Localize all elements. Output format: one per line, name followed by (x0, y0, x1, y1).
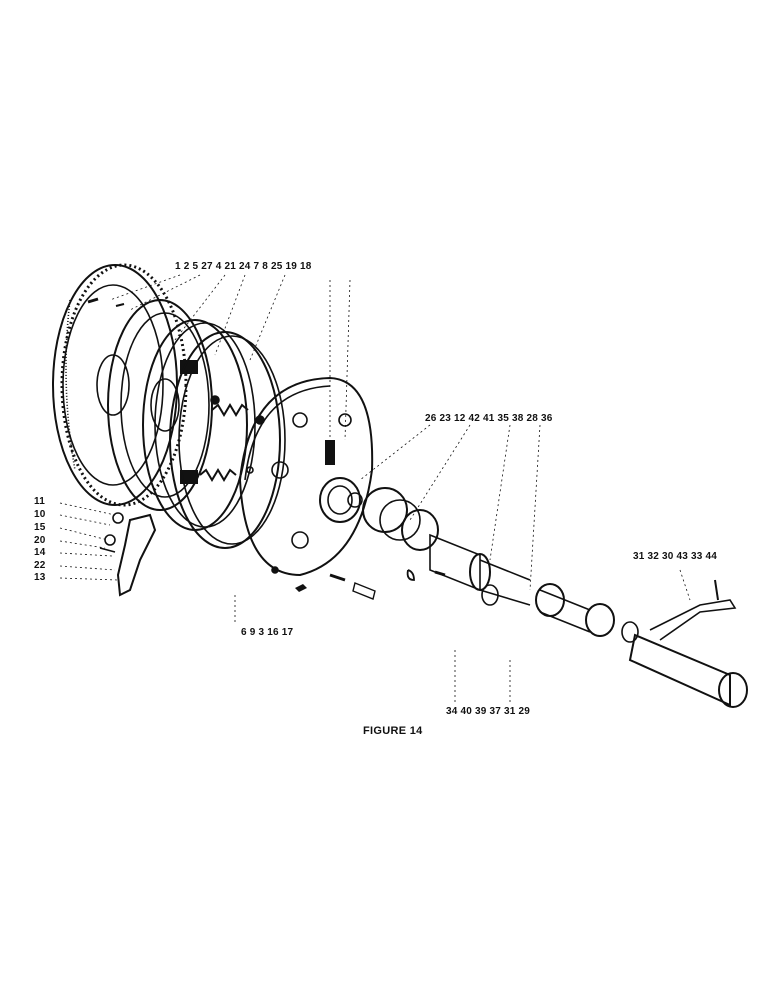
loose-small-parts (295, 569, 446, 600)
flywheel-ring-gear (52, 263, 188, 507)
figure-caption: FIGURE 14 (363, 725, 423, 737)
callout-left-2: 15 (34, 522, 46, 533)
callout-row-top: 1 2 5 27 4 21 24 7 8 25 19 18 (175, 261, 312, 272)
leader-lines (59, 274, 691, 705)
clutch-shaft (429, 533, 531, 606)
callout-row-right: 31 32 30 43 33 44 (633, 551, 718, 562)
callout-left-1: 10 (34, 509, 46, 520)
callout-left-5: 22 (34, 560, 46, 571)
callout-left-0: 11 (34, 496, 45, 507)
splined-coupling (535, 583, 639, 643)
callout-left-4: 14 (34, 547, 46, 558)
release-fork (99, 512, 157, 597)
clutch-cover (238, 376, 374, 577)
callout-left-3: 20 (34, 535, 46, 546)
clutch-disc (107, 299, 213, 511)
callout-row-middle: 26 23 12 42 41 35 38 28 36 (425, 413, 553, 424)
release-bearing (319, 477, 439, 551)
callout-left-6: 13 (34, 572, 46, 583)
shaft-tube-bracket (628, 579, 748, 708)
callout-row-below-plate: 6 9 3 16 17 (241, 627, 294, 638)
callout-row-bottom: 34 40 39 37 31 29 (446, 706, 531, 717)
